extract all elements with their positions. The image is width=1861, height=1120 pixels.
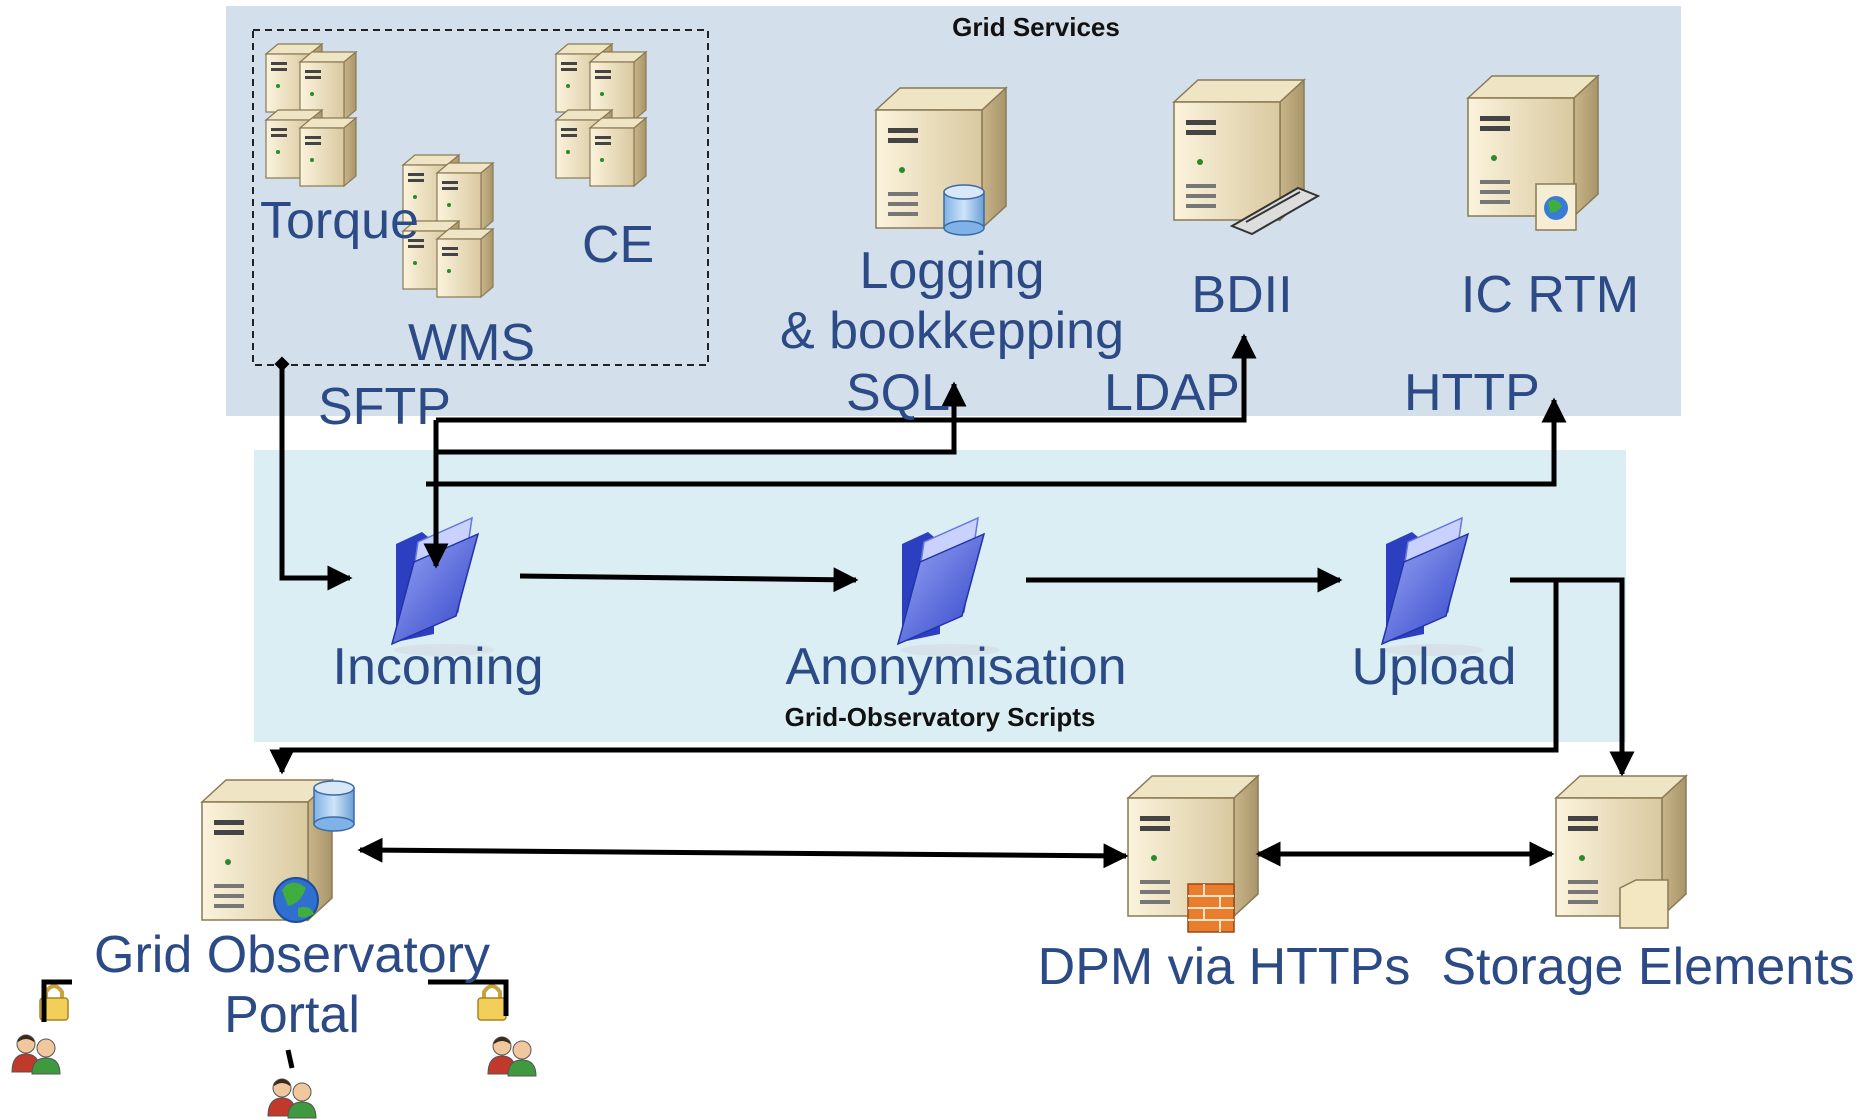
ce-cluster-icon [556,44,646,186]
incoming-to-anonymisation [519,567,859,593]
user-link-left [41,979,72,1022]
scripts-title: Grid-Observatory Scripts [785,702,1096,732]
users-icon-left [11,1034,61,1075]
ldap-tray-icon [1229,186,1321,236]
torque-cluster-icon [266,44,356,186]
torque-label: Torque [260,192,419,250]
firewall-icon [1187,883,1235,933]
logging-label-line2: & bookkepping [780,302,1124,360]
portal-database-icon [313,780,355,832]
ldap-connector [436,333,1257,423]
globe-icon [273,877,319,923]
globe-doc-icon [1535,183,1577,231]
sql-connector [436,381,967,455]
logging-server-icon [875,87,1007,229]
upload-to-storage [1510,577,1635,777]
storage-label: Storage Elements [1441,938,1854,996]
ic-rtm-server-icon [1467,75,1599,217]
anonymisation-label: Anonymisation [785,638,1126,696]
portal-label-line2: Portal [224,986,360,1044]
upload-to-portal [269,580,1559,775]
lock-icon-right [476,984,508,1022]
upload-label: Upload [1352,638,1517,696]
users-icon-bottom [267,1078,317,1119]
ldap-label: LDAP [1104,364,1240,422]
ce-label: CE [582,216,654,274]
logging-label-line1: Logging [859,242,1044,300]
portal-label-line1: Grid Observatory [94,926,490,984]
portal-dpm-connector [357,837,1129,869]
dpm-label: DPM via HTTPs [1038,938,1411,996]
user-link-right [428,979,509,1016]
grid-services-title: Grid Services [952,12,1120,42]
sftp-label: SFTP [318,378,451,436]
database-icon [943,184,985,236]
http-connector [426,397,1567,487]
user-link-bottom [285,1049,295,1069]
ic-rtm-label: IC RTM [1461,266,1639,324]
users-icon-right [487,1036,537,1077]
http-label: HTTP [1404,364,1540,422]
storage-folder-icon [1619,879,1669,929]
sftp-connector [274,356,353,591]
bdii-label: BDII [1191,266,1292,324]
wms-label: WMS [408,314,535,372]
incoming-label: Incoming [333,638,544,696]
sql-label: SQL [846,364,950,422]
